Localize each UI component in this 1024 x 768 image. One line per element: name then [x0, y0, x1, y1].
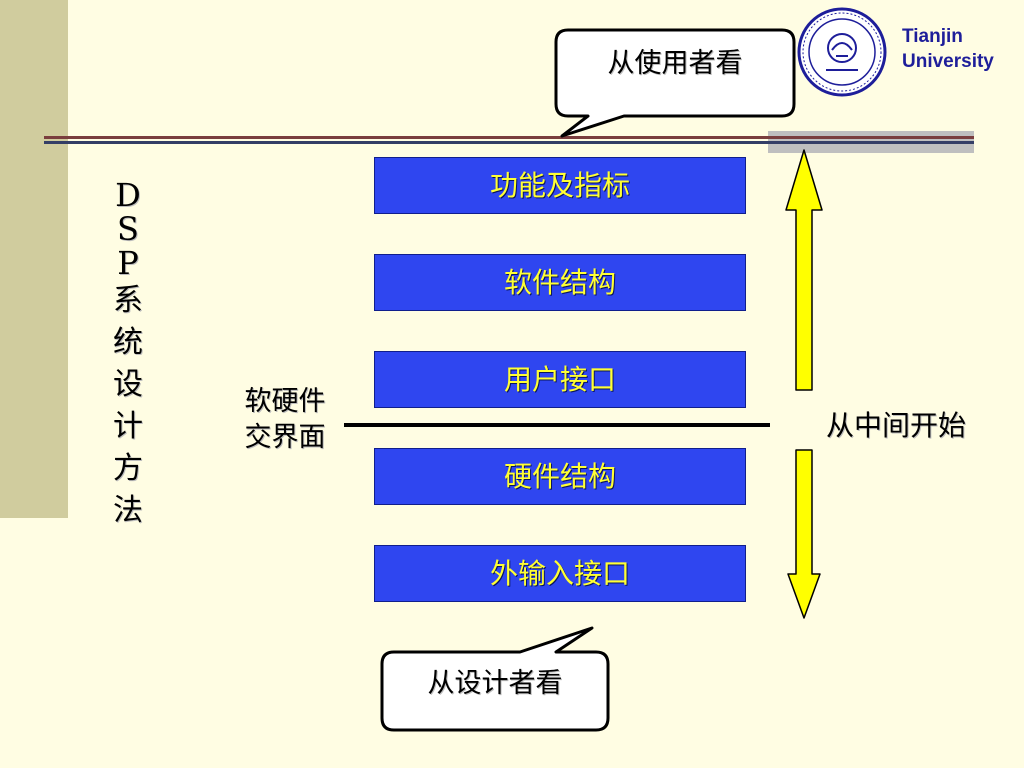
layer-box-hardware: 硬件结构	[374, 448, 746, 505]
start-from-middle-label: 从中间开始	[826, 409, 967, 442]
interface-line1: 软硬件	[244, 386, 326, 417]
layer-box-functions: 功能及指标	[374, 157, 746, 214]
layer-box-user-interface: 用户接口	[374, 351, 746, 408]
title-letter: D	[115, 176, 141, 214]
title-rule-top	[44, 136, 974, 139]
left-sidebar-band	[0, 0, 68, 518]
down-arrow	[787, 449, 821, 619]
hw-sw-interface-label: 软硬件 交界面	[226, 384, 344, 456]
logo-line2: University	[902, 51, 994, 72]
vertical-title: D S P 系 统 设 计 方 法	[98, 178, 158, 532]
title-letter: P	[117, 244, 139, 282]
title-char: 方	[113, 451, 143, 486]
title-rule-bottom	[44, 141, 974, 144]
university-seal-icon	[796, 6, 888, 98]
title-char: 统	[113, 325, 143, 360]
logo-line1: Tianjin	[902, 26, 963, 47]
title-char: 计	[113, 409, 143, 444]
bottom-callout-text: 从设计者看	[427, 668, 563, 699]
title-char: 法	[113, 493, 143, 528]
interface-line2: 交界面	[244, 422, 326, 453]
top-callout-bubble	[554, 28, 796, 138]
hw-sw-interface-line	[344, 423, 770, 427]
bottom-callout-bubble	[380, 626, 610, 732]
title-char: 系	[113, 283, 143, 318]
up-arrow	[785, 149, 823, 391]
layer-box-external-input: 外输入接口	[374, 545, 746, 602]
top-callout-text: 从使用者看	[607, 48, 743, 79]
title-char: 设	[113, 367, 143, 402]
title-letter: S	[117, 210, 139, 248]
university-name: Tianjin University	[902, 24, 994, 74]
layer-box-software: 软件结构	[374, 254, 746, 311]
